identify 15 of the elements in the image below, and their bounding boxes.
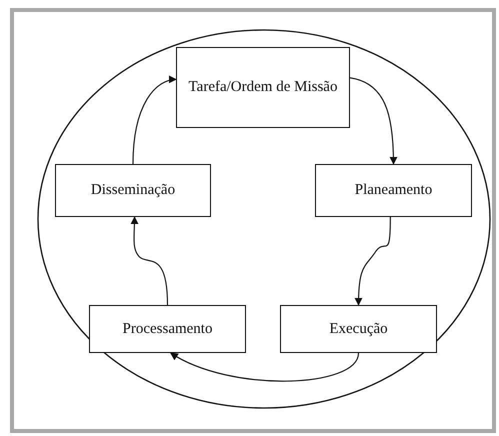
process-box: [55, 164, 211, 217]
process-box: [280, 305, 437, 353]
process-box: [315, 164, 472, 217]
arrow: [130, 216, 168, 306]
process-box: [176, 47, 350, 128]
arrow: [350, 77, 398, 165]
arrow: [132, 76, 177, 164]
process-box: [89, 305, 246, 353]
box-label: Planeamento: [354, 181, 432, 200]
box-label: Execução: [329, 320, 388, 338]
box-label: Processamento: [122, 320, 212, 338]
arrow: [354, 217, 391, 306]
box-label: Tarefa/Ordem de Missão: [188, 78, 338, 97]
box-label: Disseminação: [90, 181, 176, 200]
arrow: [170, 352, 360, 382]
